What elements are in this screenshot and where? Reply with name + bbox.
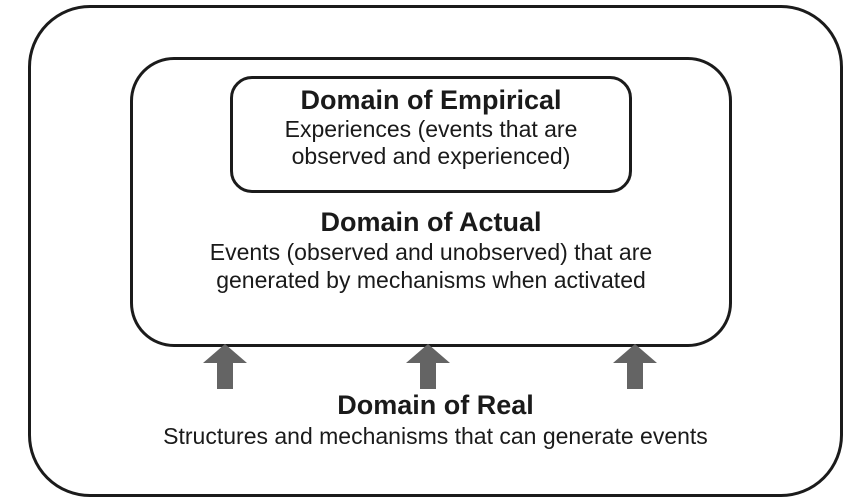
actual-description-line2: generated by mechanisms when activated	[216, 267, 646, 293]
up-arrow-icon	[613, 344, 657, 389]
empirical-title: Domain of Empirical	[300, 85, 562, 115]
domain-of-actual-box: Domain of Empirical Experiences (events …	[130, 57, 732, 347]
domain-of-real-box: Domain of Empirical Experiences (events …	[28, 5, 843, 497]
empirical-description-line2: observed and experienced)	[291, 143, 571, 169]
empirical-description-line1: Experiences (events that are	[284, 116, 578, 142]
real-description: Structures and mechanisms that can gener…	[163, 423, 708, 449]
up-arrow-icon	[203, 344, 247, 389]
actual-title: Domain of Actual	[320, 207, 542, 237]
domain-of-empirical-box: Domain of Empirical Experiences (events …	[230, 76, 632, 193]
real-title: Domain of Real	[337, 390, 534, 420]
actual-description-line1: Events (observed and unobserved) that ar…	[209, 239, 653, 265]
up-arrow-icon	[406, 344, 450, 389]
domain-of-real-label-block: Domain of Real Structures and mechanisms…	[31, 389, 840, 452]
